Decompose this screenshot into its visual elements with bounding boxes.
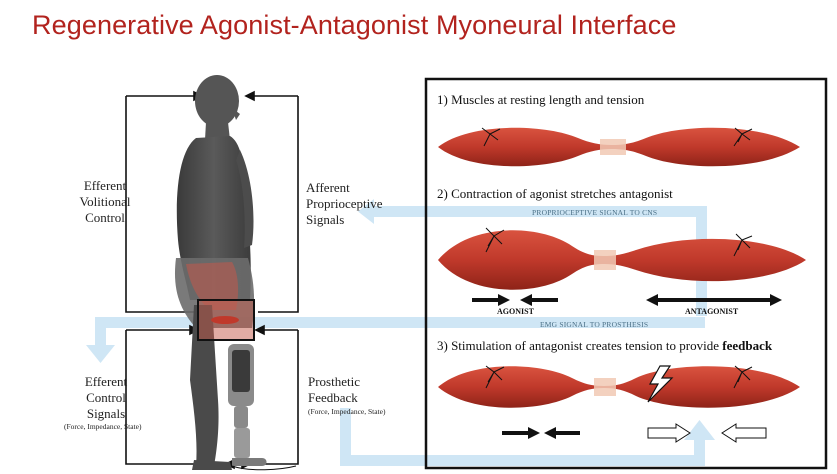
muscle-pair-resting: [438, 128, 800, 166]
step-3-bold: feedback: [722, 338, 772, 353]
emg-signal-label: EMG SIGNAL TO PROSTHESIS: [540, 320, 648, 329]
afferent-line-2: Proprioceptive: [306, 196, 383, 212]
muscle-pair-stimulation: [438, 366, 800, 442]
afferent-proprioceptive-label: Afferent Proprioceptive Signals: [306, 180, 383, 228]
afferent-line-1: Afferent: [306, 180, 383, 196]
muscle-pair-contraction: [438, 228, 806, 306]
human-figure: [175, 75, 296, 470]
efferent-volitional-line-3: Control: [78, 210, 132, 226]
efferent-control-line-1: Efferent: [70, 374, 142, 390]
prosthetic-feedback-line-1: Prosthetic: [308, 374, 360, 390]
efferent-control-line-2: Control: [70, 390, 142, 406]
efferent-volitional-line-2: Volitional: [78, 194, 132, 210]
prosthetic-feedback-label: Prosthetic Feedback: [308, 374, 360, 406]
step-3-text: 3) Stimulation of antagonist creates ten…: [437, 338, 722, 353]
efferent-control-sublabel: (Force, Impedance, State): [64, 422, 141, 431]
efferent-control-label: Efferent Control Signals: [70, 374, 142, 422]
afferent-line-3: Signals: [306, 212, 383, 228]
step-3-caption: 3) Stimulation of antagonist creates ten…: [437, 338, 772, 354]
step-2-caption: 2) Contraction of agonist stretches anta…: [437, 186, 673, 202]
prosthetic-feedback-line-2: Feedback: [308, 390, 360, 406]
prosthetic-feedback-sublabel: (Force, Impedance, State): [308, 407, 385, 416]
efferent-control-line-3: Signals: [70, 406, 142, 422]
efferent-volitional-line-1: Efferent: [78, 178, 132, 194]
antagonist-label: ANTAGONIST: [685, 307, 738, 316]
agonist-label: AGONIST: [497, 307, 534, 316]
step-1-caption: 1) Muscles at resting length and tension: [437, 92, 644, 108]
efferent-volitional-label: Efferent Volitional Control: [78, 178, 132, 226]
proprioceptive-signal-label: PROPRIOCEPTIVE SIGNAL TO CNS: [532, 208, 657, 217]
